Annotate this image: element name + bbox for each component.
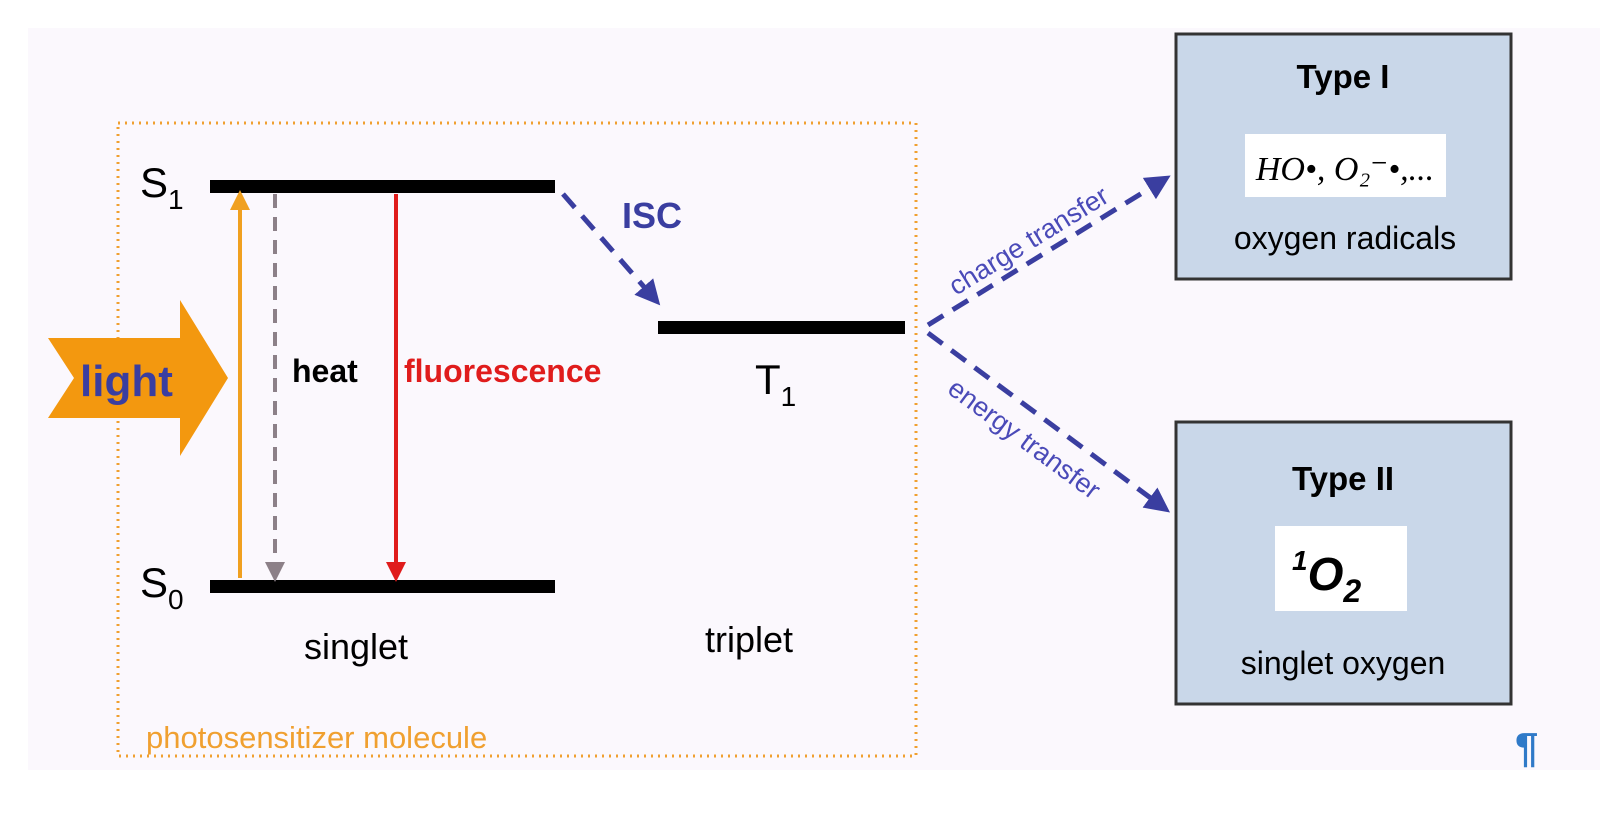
charge-transfer-arrow (926, 175, 1171, 328)
light-arrow (48, 300, 228, 456)
pilcrow-mark: ¶ (1515, 724, 1538, 771)
type1-formula: HO•, O₂⁻•,... (1255, 151, 1434, 188)
t1-label: T1 (755, 356, 796, 412)
s1-label: S1 (140, 159, 184, 215)
singlet-caption: singlet (304, 626, 408, 667)
type2-box: Type II 1O2 singlet oxygen (1174, 420, 1513, 706)
s0-level-bar (210, 580, 555, 593)
isc-arrow (561, 192, 661, 306)
light-label: light (80, 357, 173, 406)
energy-transfer-arrow (926, 330, 1171, 513)
photosensitizer-molecule-border (116, 121, 918, 758)
s0-label: S0 (140, 559, 184, 615)
type2-title: Type II (1292, 460, 1394, 497)
heat-label: heat (292, 353, 358, 389)
type1-caption: oxygen radicals (1234, 220, 1456, 256)
type1-title: Type I (1297, 58, 1390, 95)
type2-formula-panel (1275, 526, 1407, 611)
fluorescence-label: fluorescence (404, 353, 601, 389)
photosensitizer-molecule-label: photosensitizer molecule (146, 720, 487, 755)
t1-level-bar (658, 321, 905, 334)
type2-caption: singlet oxygen (1241, 645, 1446, 681)
s1-level-bar (210, 180, 555, 193)
type1-box: Type I HO•, O₂⁻•,... oxygen radicals (1174, 32, 1513, 281)
isc-label: ISC (622, 195, 682, 236)
type2-formula: 1O2 (1292, 545, 1361, 609)
type1-formula-panel (1245, 134, 1446, 197)
triplet-caption: triplet (705, 619, 793, 660)
